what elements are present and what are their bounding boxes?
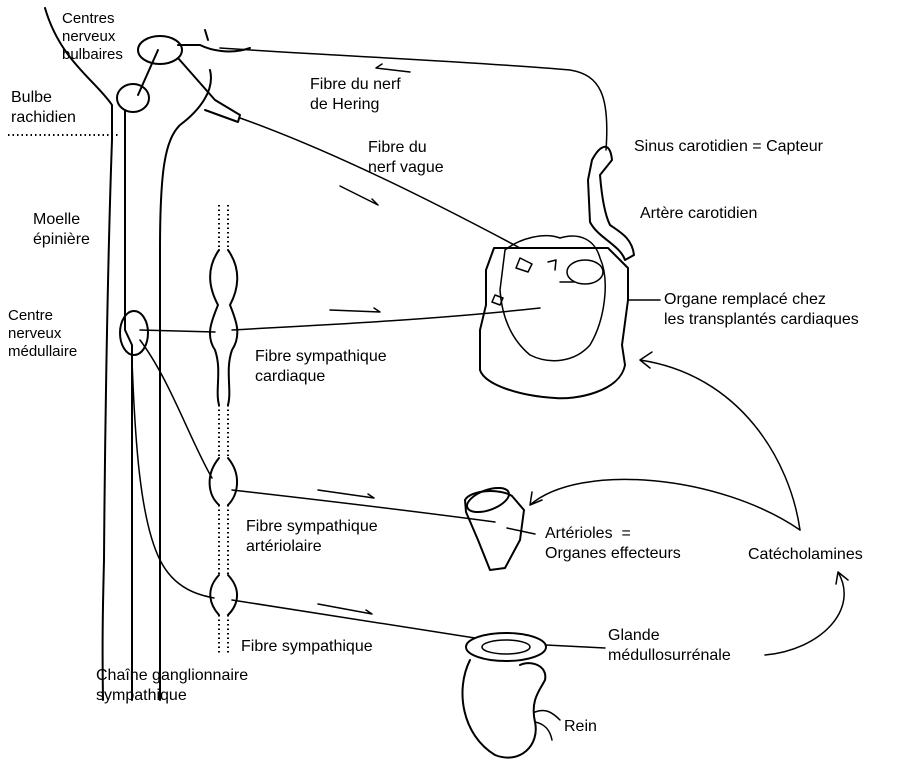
arrow-vague [340,186,378,205]
chaine-ganglionnaire [219,205,228,655]
label-moelle-epiniere: Moelle épinière [33,210,90,250]
label-fibre-vague: Fibre du nerf vague [368,138,444,178]
label-fibre-sympathique-arteriolaire: Fibre sympathique artériolaire [246,517,378,557]
centre-bulbaire-lower-ellipse [117,84,149,112]
centre-medullaire-ellipse [120,311,148,355]
heart-outline [500,236,605,361]
spinal-cord-center-line [125,110,132,700]
catecholamine-arrow-to-heart [640,352,800,530]
arrow-arteriolaire [318,490,374,498]
fibre-preganglionnaire-arteriole [140,340,212,478]
label-sinus-carotidien: Sinus carotidien = Capteur [634,137,823,157]
label-organe-remplace: Organe remplacé chez les transplantés ca… [664,290,859,330]
ganglion-2 [210,458,237,505]
label-bulbe-rachidien: Bulbe rachidien [11,88,76,128]
label-fibre-sympathique: Fibre sympathique [241,637,373,657]
label-arterioles: Artérioles = Organes effecteurs [545,524,681,564]
label-catecholamines: Catécholamines [748,545,863,565]
arrow-surrenale [318,604,372,614]
arrow-cardiaque [330,308,380,312]
label-glande-medullosurrenale: Glande médullosurrénale [608,626,731,666]
arteriole-shape [465,491,524,570]
leader-glande [546,645,605,648]
glande-medullosurrenale [466,633,546,661]
label-centres-bulbaires: Centres nerveux bulbaires [62,10,123,64]
heart-vessel-b [492,258,532,305]
label-rein: Rein [564,717,597,737]
arteriole-opening [464,483,512,517]
heart-vessel-a [567,260,603,284]
catecholamine-arrow-to-arterioles [530,479,800,530]
hering-nerve-root [178,30,250,51]
ganglion-1 [210,250,237,405]
arrow-hering [376,64,410,72]
label-artere-carotidien: Artère carotidien [640,204,757,224]
kidney-shape [462,660,545,758]
renal-vessels [535,710,560,740]
carotid-sinus-shape [588,147,634,260]
label-chaine-ganglionnaire: Chaîne ganglionnaire sympathique [96,666,248,706]
catecholamine-arrow-from-gland [765,572,848,655]
label-fibre-sympathique-cardiaque: Fibre sympathique cardiaque [255,347,387,387]
glande-medullosurrenale-inner [482,640,530,654]
label-fibre-hering: Fibre du nerf de Hering [310,75,401,115]
label-centre-medullaire: Centre nerveux médullaire [8,307,77,361]
ganglion-3 [210,575,237,615]
centre-bulbaire-upper-ellipse [138,36,182,64]
fibre-hering [220,48,607,150]
fibre-sympathique-surrenale [232,600,475,638]
